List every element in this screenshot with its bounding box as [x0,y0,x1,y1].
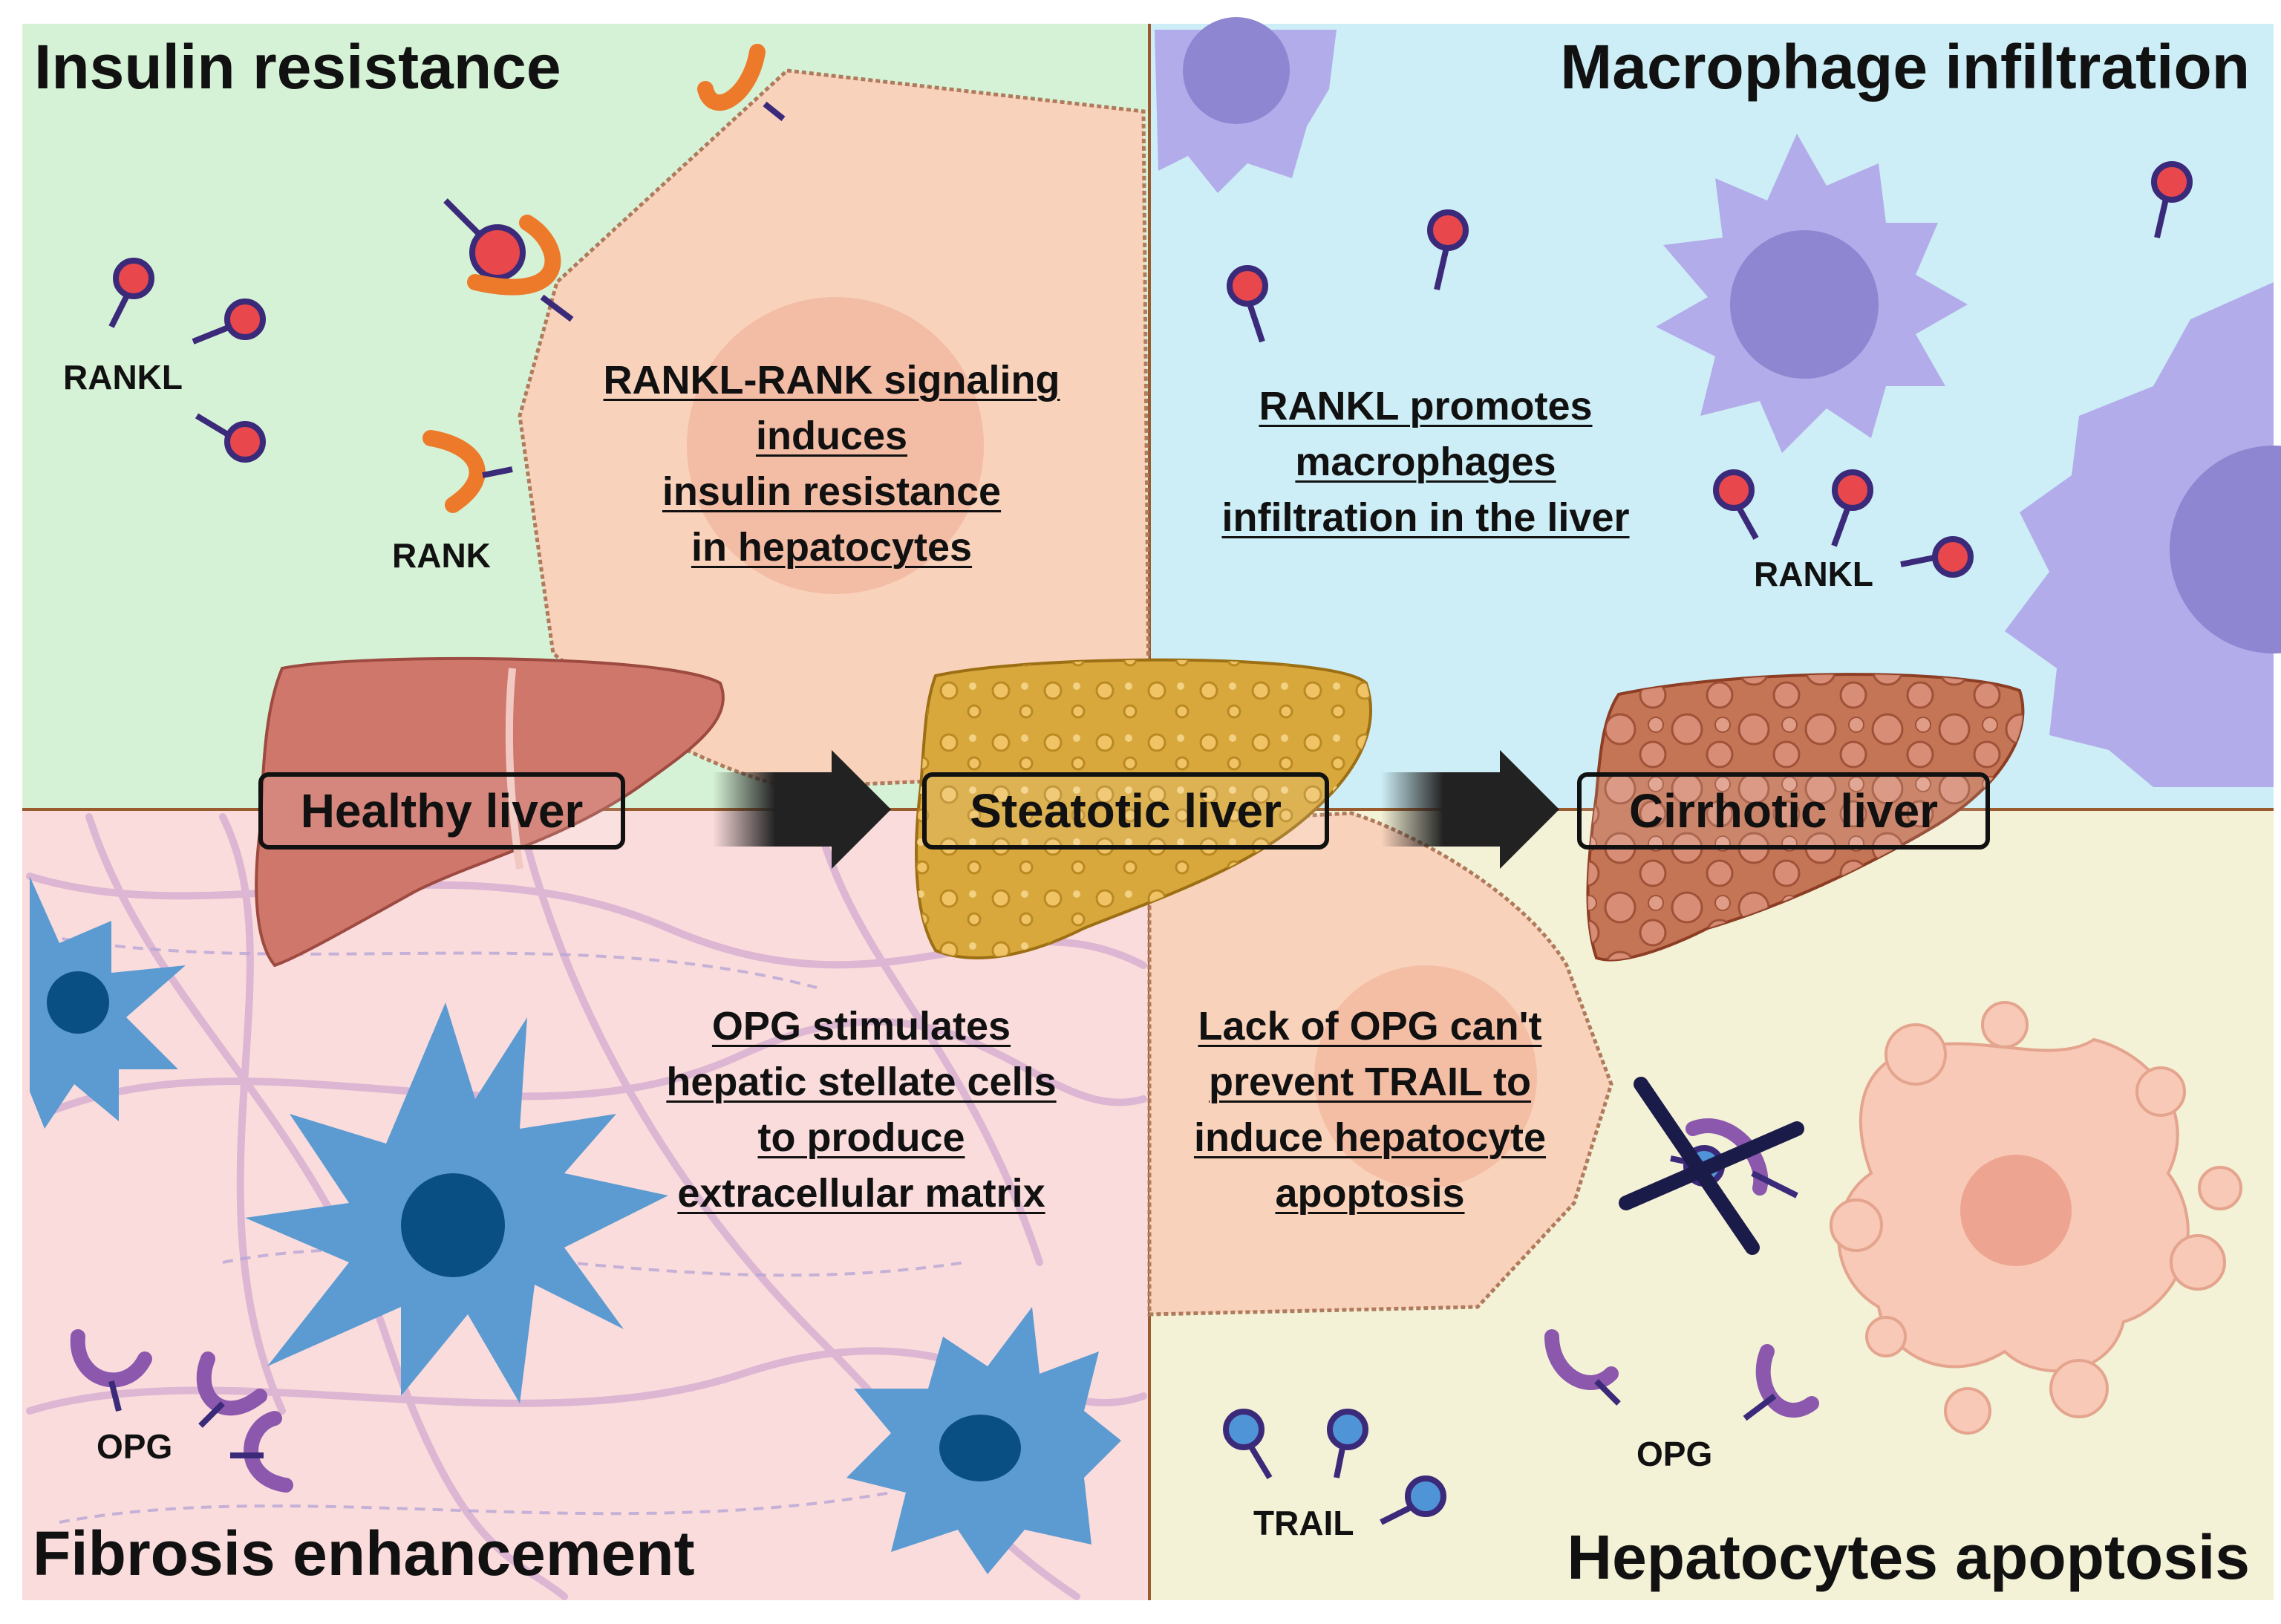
title-hepatocytes-apoptosis: Hepatocytes apoptosis [1567,1522,2250,1592]
opg-stems [108,1170,1798,1458]
caption-line: OPG stimulates [711,1004,1011,1049]
hepatocyte-nucleus [687,297,984,594]
stellate-cell-1 [30,876,186,1129]
caption-line: hepatic stellate cells [666,1060,1057,1104]
caption-line: infiltration in the liver [1221,495,1630,540]
caption-line: induces [755,414,908,458]
hepatocyte-nucleus-2 [1314,965,1537,1188]
label-rankl-top-left: RANKL [63,358,183,397]
title-fibrosis-enhancement: Fibrosis enhancement [33,1519,695,1588]
stellate-cell-2 [245,1002,668,1403]
macrophage-3 [2005,282,2281,787]
caption-line: extracellular matrix [677,1171,1045,1216]
caption-insulin-resistance: RANKL-RANK signaling induces insulin res… [535,353,1129,575]
label-opg-bottom-left: OPG [97,1427,173,1466]
caption-macrophage-infiltration: RANKL promotes macrophages infiltration … [1158,379,1693,546]
caption-line: Lack of OPG can't [1198,1004,1542,1049]
liver-cirrhotic [1586,673,2025,962]
label-trail: TRAIL [1253,1504,1354,1542]
rankl-molecules [108,161,2193,578]
caption-line: induce hepatocyte [1193,1115,1547,1160]
label-opg-bottom-right: OPG [1636,1435,1713,1473]
caption-line: RANKL-RANK signaling [603,358,1060,402]
stage-cirrhotic-liver: Cirrhotic liver [1577,772,1990,849]
title-macrophage-infiltration: Macrophage infiltration [1560,32,2250,102]
hepatocyte-cell-bottom [1147,811,1613,1317]
caption-line: insulin resistance [662,469,1002,514]
trail-molecules [1223,1145,1725,1525]
label-rankl-top-right: RANKL [1754,555,1873,593]
macrophage-2 [1656,134,1968,453]
rank-receptors [422,44,766,513]
stellate-cell-3 [846,1307,1121,1574]
caption-line: macrophages [1295,440,1556,484]
apoptotic-cell [1830,1001,2242,1435]
hepatocyte-cell-top [518,68,1152,789]
caption-hepatocytes-apoptosis: Lack of OPG can't prevent TRAIL to induc… [1143,999,1596,1222]
stage-healthy-liver: Healthy liver [258,772,625,849]
title-insulin-resistance: Insulin resistance [34,32,561,102]
arrow-right-icon-2 [1381,750,1559,869]
stage-steatotic-liver: Steatotic liver [922,772,1329,849]
caption-line: RANKL promotes [1259,384,1593,428]
blocked-receptor-icon [1619,1077,1804,1255]
liver-steatotic [915,658,1373,959]
rank-stems [482,101,786,478]
arrow-right-icon [713,750,891,869]
caption-line: prevent TRAIL to [1208,1060,1532,1104]
caption-line: to produce [757,1115,965,1160]
caption-fibrosis-enhancement: OPG stimulates hepatic stellate cells to… [587,999,1136,1222]
caption-line: apoptosis [1275,1171,1465,1216]
label-rank: RANK [392,536,491,575]
caption-line: in hepatocytes [691,525,973,570]
macrophage-1 [1155,17,1337,193]
